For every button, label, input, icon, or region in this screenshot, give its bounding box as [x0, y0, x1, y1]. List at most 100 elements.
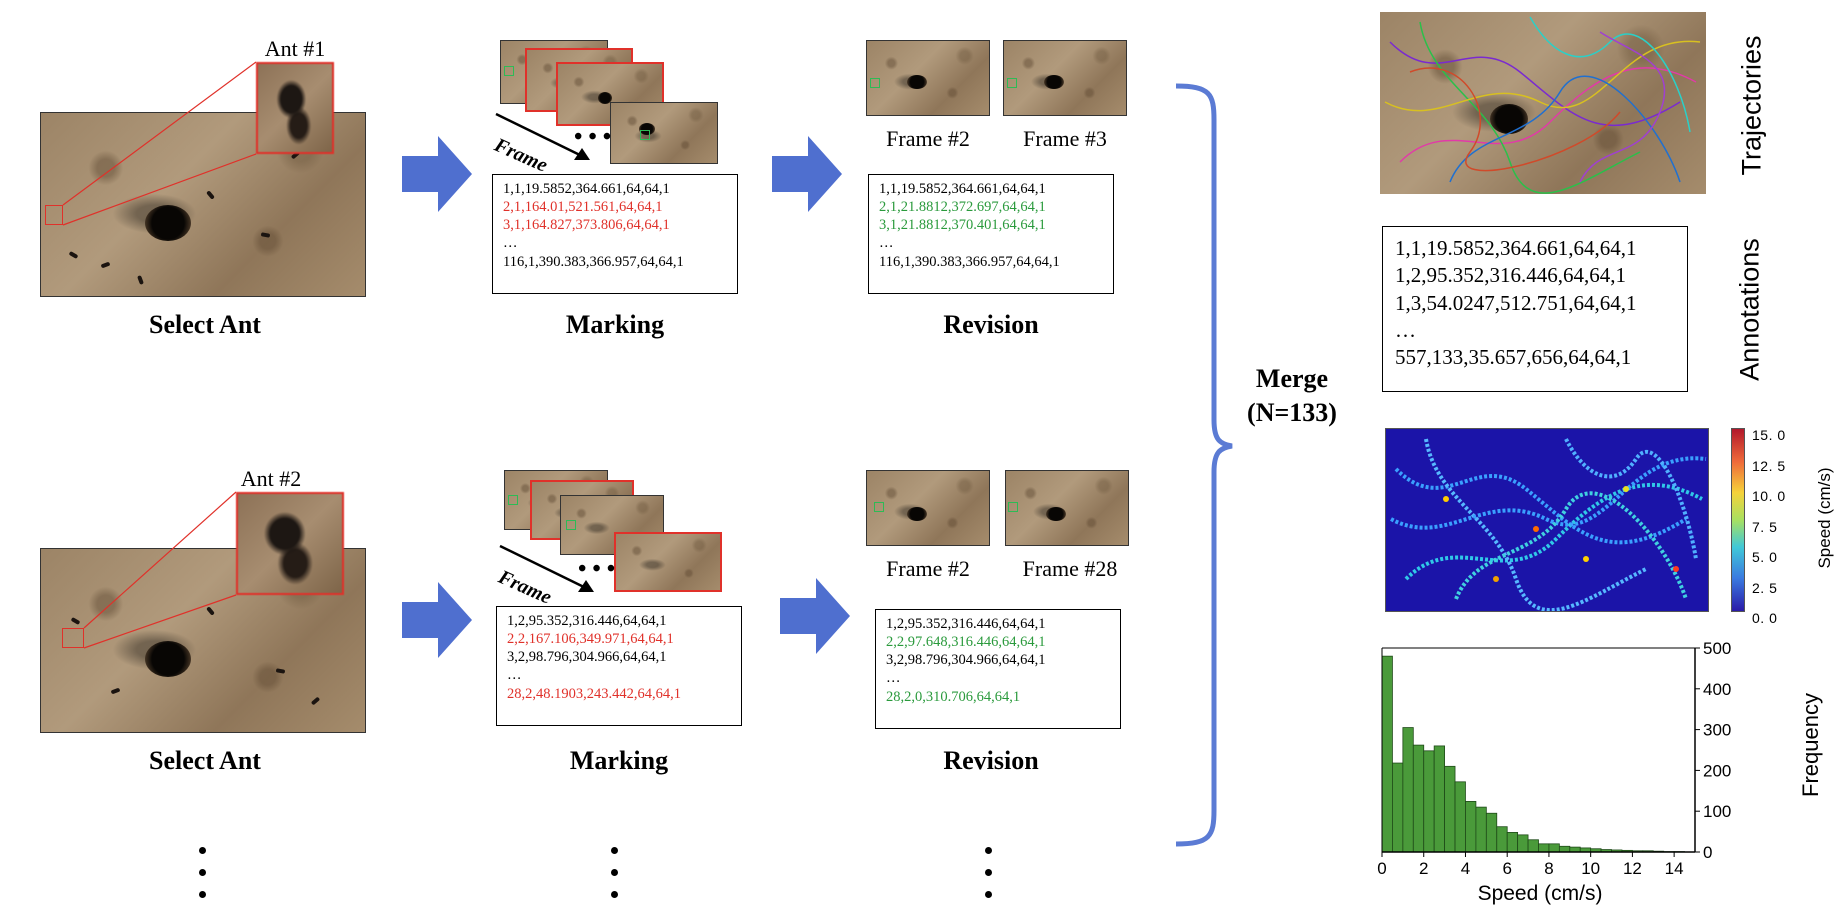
- histogram-bar: [1527, 839, 1539, 853]
- ant-box-green: [640, 130, 650, 140]
- nest-hole: [598, 92, 612, 104]
- ant-label-2: Ant #2: [240, 466, 302, 491]
- ant-box-green: [508, 495, 518, 505]
- annotations-textbox: 1,1,19.5852,364.661,64,64,1 1,2,95.352,3…: [1382, 226, 1688, 392]
- marking-line: 3,2,98.796,304.966,64,64,1: [507, 649, 667, 666]
- marking-line: …: [503, 235, 518, 252]
- marking-line: 2,1,164.01,521.561,64,64,1: [503, 199, 663, 216]
- dot: [985, 869, 992, 876]
- histogram-bar: [1517, 834, 1529, 853]
- merge-label: Merge (N=133): [1222, 362, 1362, 430]
- x-tick-label: 6: [1502, 859, 1511, 878]
- histogram-bar: [1485, 812, 1498, 853]
- x-tick-label: 12: [1623, 859, 1642, 878]
- y-tick-label: 200: [1703, 761, 1731, 780]
- revision-line: 3,1,21.8812,370.401,64,64,1: [879, 217, 1046, 234]
- ant-zoom-1: [256, 62, 334, 154]
- ellipsis: • • •: [578, 556, 616, 582]
- revision-label-1: Revision: [943, 310, 1039, 339]
- merge-brace-icon: [1175, 83, 1233, 847]
- histogram-bar: [1412, 744, 1425, 853]
- marking-line: 28,2,48.1903,243.442,64,64,1: [507, 685, 681, 702]
- dot: [611, 847, 618, 854]
- frame-label-a-2: Frame #2: [886, 556, 970, 581]
- ant-box-green: [874, 502, 884, 512]
- y-tick-label: 500: [1703, 640, 1731, 658]
- select-ant-label-2: Select Ant: [149, 746, 261, 775]
- revision-label-2: Revision: [943, 746, 1039, 775]
- annotation-line: 1,1,19.5852,364.661,64,64,1: [1395, 236, 1637, 260]
- revision-line: 3,2,98.796,304.966,64,64,1: [886, 652, 1046, 669]
- revision-line: 116,1,390.383,366.957,64,64,1: [879, 253, 1060, 270]
- revision-line: 28,2,0,310.706,64,64,1: [886, 688, 1021, 705]
- revision-line: 1,1,19.5852,364.661,64,64,1: [879, 181, 1046, 197]
- revision-textbox-2: 1,2,95.352,316.446,64,64,1 2,2,97.648,31…: [875, 609, 1121, 729]
- y-tick-label: 100: [1703, 802, 1731, 821]
- colorbar-ticks: 15. 0 12. 5 10. 0 7. 5 5. 0 2. 5 0. 0: [1752, 420, 1786, 634]
- selected-ant-box: [45, 205, 63, 225]
- dot: [611, 891, 618, 898]
- annotation-line: 1,2,95.352,316.446,64,64,1: [1395, 263, 1626, 288]
- colorbar-tick: 5. 0: [1752, 549, 1778, 565]
- marking-line: 2,2,167.106,349.971,64,64,1: [507, 631, 674, 648]
- histogram-bar: [1381, 655, 1393, 853]
- x-tick-label: 0: [1377, 859, 1386, 878]
- histogram-bar: [1558, 845, 1571, 853]
- colorbar-tick: 10. 0: [1752, 488, 1786, 504]
- x-tick-label: 10: [1581, 859, 1600, 878]
- histogram-bar: [1392, 762, 1404, 853]
- nest-hole: [1046, 507, 1066, 521]
- histogram-bar: [1506, 832, 1519, 853]
- histogram-bar: [1433, 745, 1445, 853]
- colorbar-tick: 7. 5: [1752, 518, 1778, 535]
- revision-line: …: [886, 670, 901, 687]
- histogram-bar: [1423, 750, 1435, 853]
- frame-thumb: [610, 102, 718, 164]
- colorbar-label: Speed (cm/s): [1815, 467, 1834, 569]
- nest-hole: [907, 507, 927, 521]
- annotation-line: 557,133,35.657,656,64,64,1: [1395, 345, 1632, 370]
- dot: [199, 847, 206, 854]
- speed-map-trails: [1390, 438, 1707, 611]
- revision-frame-b-1: [1003, 40, 1127, 116]
- y-tick-label: 300: [1703, 721, 1731, 740]
- marking-line: 3,1,164.827,373.806,64,64,1: [503, 217, 670, 234]
- ant-label-1: Ant #1: [264, 36, 326, 61]
- nest-hole: [639, 123, 655, 135]
- nest-hole: [1044, 75, 1064, 89]
- nest-hole: [145, 205, 191, 241]
- frame-direction-arrow: [499, 544, 594, 592]
- frame-label-b-1: Frame #3: [1023, 126, 1107, 151]
- x-tick-label: 8: [1544, 859, 1553, 878]
- annotation-line: …: [1395, 317, 1416, 342]
- ellipsis: • • •: [574, 124, 612, 150]
- revision-frame-b-2: [1005, 470, 1129, 546]
- nest-hole: [907, 75, 927, 89]
- x-tick-label: 4: [1461, 859, 1470, 878]
- revision-textbox-1: 1,1,19.5852,364.661,64,64,1 2,1,21.8812,…: [868, 174, 1114, 294]
- colorbar-tick: 0. 0: [1752, 610, 1778, 626]
- dot: [199, 891, 206, 898]
- nest-hole: [1490, 104, 1528, 134]
- marking-line: 1,2,95.352,316.446,64,64,1: [507, 613, 667, 629]
- merge-title: Merge: [1255, 364, 1329, 393]
- colorbar-tick: 12. 5: [1752, 457, 1786, 474]
- marking-label-1: Marking: [565, 310, 665, 339]
- y-tick-label: 400: [1703, 680, 1731, 699]
- arrow-right-icon: [402, 582, 472, 658]
- revision-frame-a-1: [866, 40, 990, 116]
- histogram-y-label: Frequency: [1798, 693, 1823, 797]
- histogram-bar: [1475, 806, 1487, 853]
- marking-label-2: Marking: [569, 746, 669, 775]
- zoom-lines: [62, 61, 257, 226]
- x-tick-label: 2: [1419, 859, 1428, 878]
- trajectories-label: Trajectories: [1736, 35, 1767, 176]
- arrow-right-icon: [402, 136, 472, 212]
- histogram-bar: [1465, 801, 1477, 853]
- colorbar-tick: 15. 0: [1752, 427, 1786, 443]
- histogram-bar: [1444, 765, 1456, 853]
- frame-direction-arrow: [495, 112, 590, 160]
- ant-box-green: [1007, 78, 1017, 88]
